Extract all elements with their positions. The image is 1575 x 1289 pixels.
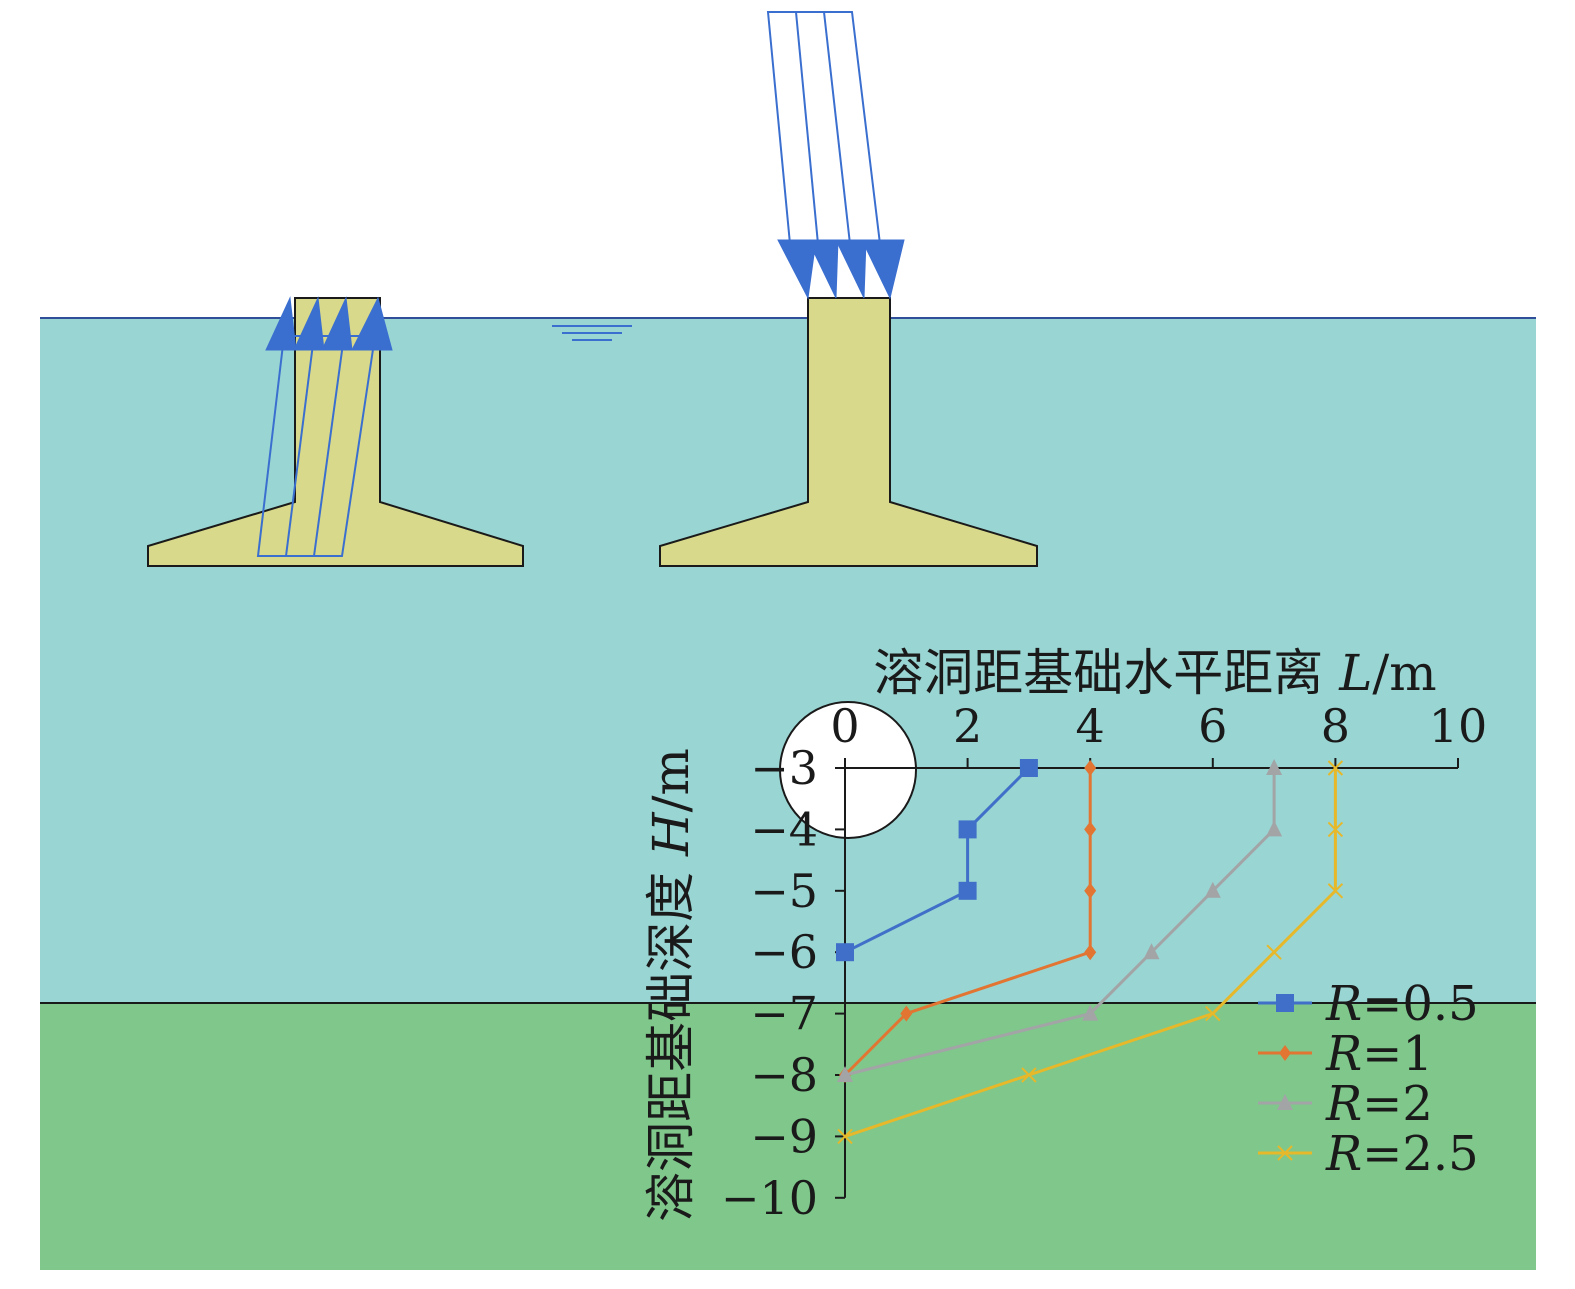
series-R_2: [837, 759, 1283, 1082]
legend-item-R_2: R=2: [1258, 1076, 1433, 1132]
x-tick-label: 4: [1076, 699, 1105, 753]
data-point: [837, 1128, 853, 1145]
right-footing: [659, 297, 1038, 567]
data-point: [900, 1005, 913, 1022]
y-axis-unit: /m: [642, 748, 700, 812]
y-tick-label: −3: [750, 741, 818, 795]
load-arrow-icon: [265, 296, 393, 351]
legend-var: R: [1325, 1126, 1362, 1182]
data-point: [1266, 820, 1283, 837]
data-point: [1266, 759, 1283, 775]
series-R_1: [839, 760, 1097, 1083]
water-layer: [40, 318, 1536, 1004]
y-tick-label: −9: [750, 1109, 818, 1163]
data-point: [836, 943, 854, 962]
karst-cave-circle: [779, 701, 917, 839]
legend-item-R_0_5: R=0.5: [1258, 976, 1479, 1032]
x-tick-label: 0: [830, 699, 859, 753]
series-R_2_5: [837, 760, 1344, 1145]
legend-label: R=1: [1325, 1026, 1433, 1082]
data-point: [1021, 1067, 1037, 1083]
legend-val: =2.5: [1362, 1126, 1479, 1182]
y-axis-var: H: [642, 811, 700, 857]
legend-swatch-marker: [1277, 1145, 1293, 1161]
x-axis-var: L: [1338, 644, 1372, 702]
legend-label: R=0.5: [1325, 976, 1479, 1032]
data-point: [1327, 760, 1344, 776]
data-point: [1082, 1004, 1099, 1021]
legend-swatch-marker: [1279, 1045, 1291, 1061]
series-R_0_5: [836, 759, 1038, 962]
data-point: [958, 881, 977, 900]
y-tick-label: −7: [750, 987, 818, 1041]
series-line: [844, 768, 1276, 1077]
axes: 0 2 4 6 8 10 −3 −4 −5 −6 −7 −8 −9 −10: [721, 699, 1487, 1225]
chart: 溶洞距基础水平距离 L/m 溶洞距基础深度 H/m 0 2 4 6 8 10 −3 −4 −5 −…: [642, 644, 1487, 1225]
water-level-icon: [552, 325, 632, 341]
x-tick-label: 8: [1321, 699, 1350, 753]
x-tick-label: 6: [1198, 699, 1227, 753]
legend-val: =1: [1362, 1026, 1433, 1082]
y-tick-label: −6: [750, 925, 818, 979]
legend-label: R=2: [1325, 1076, 1433, 1132]
data-point: [1204, 881, 1221, 898]
data-point: [1019, 759, 1038, 777]
data-point: [1084, 882, 1097, 899]
legend-swatch-marker: [1277, 1094, 1293, 1110]
x-tick-label: 10: [1429, 699, 1488, 753]
data-point: [1327, 821, 1344, 838]
data-point: [1084, 821, 1097, 838]
legend-var: R: [1325, 976, 1362, 1032]
legend-item-R_2_5: R=2.5: [1258, 1126, 1479, 1182]
series-group: [836, 759, 1344, 1145]
legend-var: R: [1325, 1026, 1362, 1082]
data-point: [1084, 760, 1097, 776]
y-axis-title-text: 溶洞距基础深度: [642, 872, 700, 1222]
x-tick-label: 2: [953, 699, 982, 753]
y-axis-title: 溶洞距基础深度 H/m: [642, 748, 700, 1222]
x-axis-unit: /m: [1372, 644, 1436, 702]
legend-val: =0.5: [1362, 976, 1479, 1032]
y-tick-label: −5: [750, 864, 818, 918]
series-line: [843, 768, 1092, 1077]
legend-val: =2: [1362, 1076, 1433, 1132]
y-tick-label: −8: [750, 1048, 818, 1102]
legend-swatch-marker: [1276, 994, 1294, 1012]
y-tick-label: −10: [721, 1171, 818, 1225]
x-axis-title: 溶洞距基础水平距离 L/m: [873, 644, 1436, 702]
y-tick-label: −4: [750, 802, 818, 856]
data-point: [1327, 883, 1344, 899]
data-point: [958, 820, 977, 839]
legend-label: R=2.5: [1325, 1126, 1479, 1182]
left-footing: [147, 297, 524, 567]
data-point: [1143, 943, 1160, 960]
legend-item-R_1: R=1: [1258, 1026, 1433, 1082]
legend-var: R: [1325, 1076, 1362, 1132]
data-point: [1266, 944, 1282, 960]
series-line: [844, 766, 1030, 954]
legend: R=0.5R=1R=2R=2.5: [1258, 976, 1479, 1182]
right-load-arrows: [766, 11, 882, 245]
data-point: [1084, 944, 1097, 961]
data-point: [837, 1066, 853, 1082]
x-axis-title-text: 溶洞距基础水平距离: [873, 644, 1323, 702]
data-point: [1205, 1005, 1221, 1022]
load-arrow-icon: [777, 239, 905, 300]
